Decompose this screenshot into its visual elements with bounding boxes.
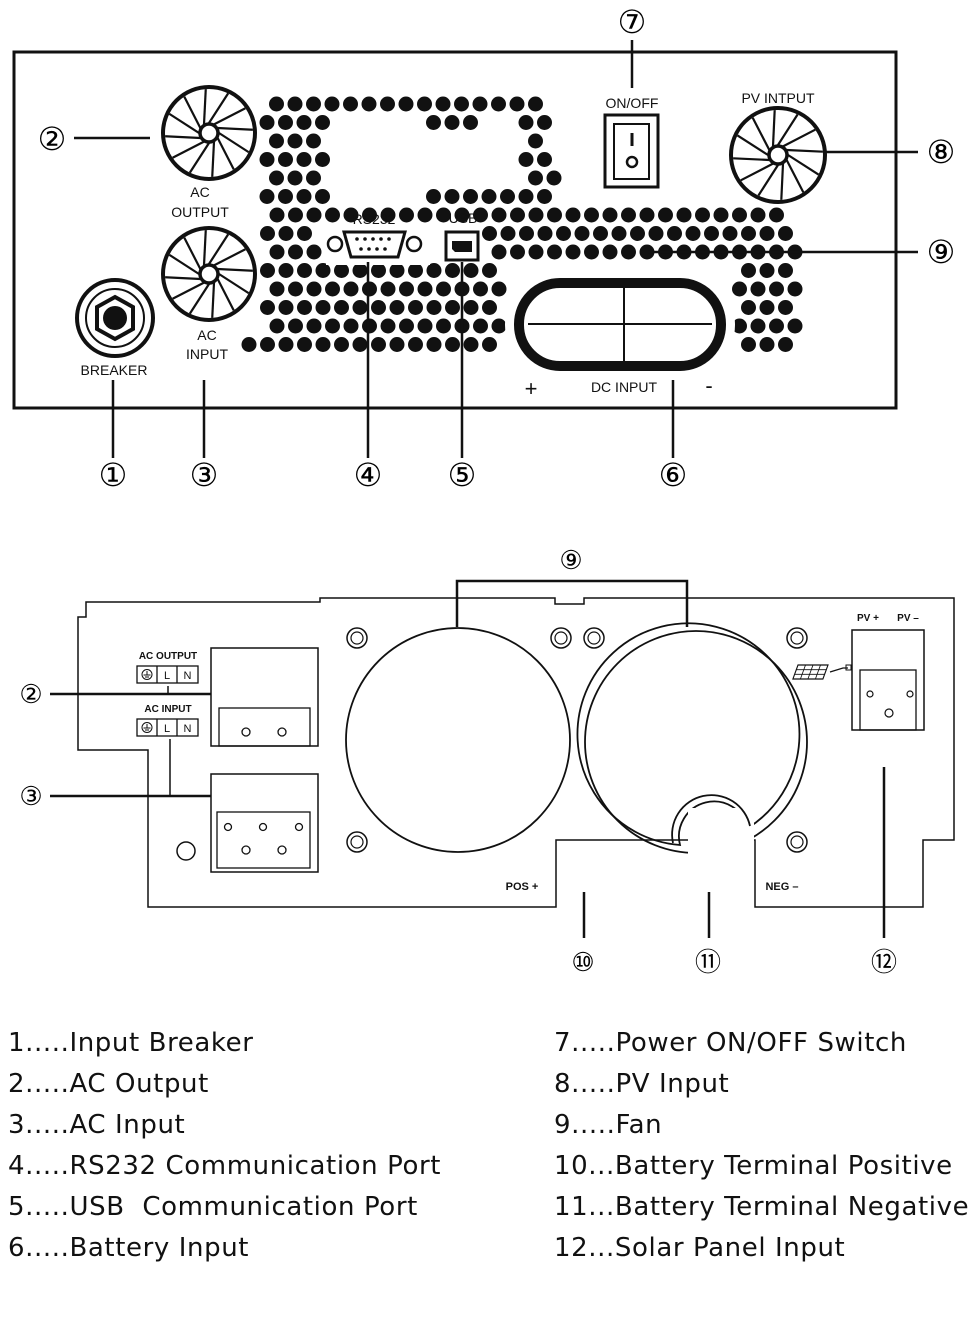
legend-item: 12...Solar Panel Input [554,1233,846,1263]
front-panel: BREAKER AC OUTPUT AC INPUT PV INTPUT RS2… [12,4,956,493]
ac-input-l-marker: L [164,723,170,735]
ac-output-l-marker: L [164,670,170,682]
board-ac-input-label: AC INPUT [144,704,191,715]
callout-1: ① [99,457,128,493]
ground-icon [141,722,153,733]
legend-item: 1.....Input Breaker [8,1028,254,1058]
internal-board: AC OUTPUT L N AC INPUT [19,546,955,977]
dc-input-label: DC INPUT [591,379,658,395]
rs232-label: RS232 [353,211,396,227]
pv-terminal[interactable] [851,629,925,731]
solar-panel-icon [792,664,829,680]
usb-port[interactable] [444,230,480,262]
ac-output-terminal-markers: L N [136,665,199,684]
legend-item: 9.....Fan [554,1110,663,1140]
front-panel-outline [12,50,898,410]
fan-left [345,627,571,853]
ac-input-label-line2: INPUT [186,346,228,362]
legend-item: 4.....RS232 Communication Port [8,1151,442,1181]
neg-terminal-label: NEG – [765,881,798,893]
board-callout-12: ⑫ [871,948,897,977]
legend-item: 8.....PV Input [554,1069,730,1099]
board-callout-2: ② [19,680,42,709]
ac-input-n-marker: N [184,723,192,735]
breaker[interactable] [75,278,155,358]
ac-input-terminal-markers: L N [136,718,199,737]
ac-output-terminal[interactable] [210,647,319,747]
callout-2: ② [38,121,67,157]
legend-item: 6.....Battery Input [8,1233,250,1263]
ac-output-n-marker: N [184,670,192,682]
dc-plus-sign: + [525,376,538,401]
dc-input-port[interactable] [505,272,735,377]
callout-3: ③ [190,457,219,493]
ac-input-label-line1: AC [197,327,216,343]
vent-holes [241,96,803,352]
ac-input-connector[interactable] [161,226,257,322]
dc-minus-sign: - [705,373,712,398]
callout-9: ⑨ [927,234,956,270]
legend-right: 7.....Power ON/OFF Switch 8.....PV Input… [554,1023,969,1269]
legend-left: 1.....Input Breaker 2.....AC Output 3...… [8,1023,441,1269]
legend-item: 3.....AC Input [8,1110,186,1140]
usb-label: USB [449,210,478,226]
legend-item: 10...Battery Terminal Positive [554,1151,953,1181]
pv-input-label: PV INTPUT [741,90,815,106]
pv-plus-label: PV + [857,613,879,624]
ac-output-label-line2: OUTPUT [171,204,229,220]
bottom-leader-lines [50,579,886,938]
callout-6: ⑥ [659,457,688,493]
board-callout-9: ⑨ [559,546,582,575]
top-leader-lines [74,40,918,458]
callout-5: ⑤ [448,457,477,493]
ac-output-connector[interactable] [161,85,257,181]
legend-item: 7.....Power ON/OFF Switch [554,1028,908,1058]
board-ac-output-label: AC OUTPUT [139,651,197,662]
board-outline [77,597,955,908]
pv-minus-label: PV – [897,613,919,624]
board-callout-3: ③ [19,782,42,811]
ac-output-label-line1: AC [190,184,209,200]
breaker-label: BREAKER [81,362,148,378]
board-callout-10: ⑩ [571,948,594,977]
pv-input-connector[interactable] [729,106,827,204]
pos-terminal-label: POS + [506,881,539,893]
board-callout-11: ⑪ [695,948,721,977]
on-off-switch[interactable] [603,113,660,189]
rs232-port[interactable] [326,229,430,265]
on-off-label: ON/OFF [606,95,659,111]
ground-icon [141,669,153,680]
legend-item: 2.....AC Output [8,1069,209,1099]
callout-7: ⑦ [618,4,647,40]
legend-item: 11...Battery Terminal Negative [554,1192,970,1222]
callout-4: ④ [354,457,383,493]
legend-item: 5.....USB Communication Port [8,1192,418,1222]
callout-8: ⑧ [927,134,956,170]
mounting-holes [176,627,808,861]
ac-input-terminal[interactable] [210,773,319,873]
